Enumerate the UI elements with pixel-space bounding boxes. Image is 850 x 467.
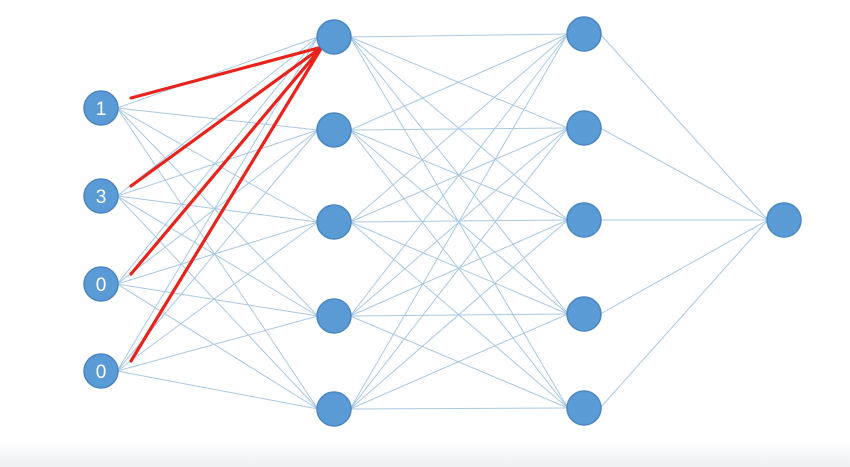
edge-l1-4-to-2 (349, 219, 569, 410)
edge-l0-1-to-4 (116, 195, 319, 410)
edge-l0-0-to-2 (116, 107, 319, 223)
edge-l1-1-to-1 (349, 127, 569, 131)
input-node-3 (83, 353, 119, 389)
edge-l1-4-to-3 (349, 313, 569, 410)
hidden-2-node-1 (566, 110, 602, 146)
hidden-2-node-2 (566, 202, 602, 238)
edge-l1-4-to-0 (349, 33, 569, 410)
hidden-1-node-3 (316, 298, 352, 334)
edge-l2-1-to-0 (599, 127, 769, 221)
edge-l0-1-to-1 (116, 129, 319, 197)
edge-l2-4-to-0 (599, 219, 769, 409)
edge-l0-2-to-4 (116, 283, 319, 410)
edge-l0-2-to-3 (116, 283, 319, 317)
hidden-2-node-4 (566, 390, 602, 426)
highlight-edge-input-3 (129, 45, 324, 363)
edge-l0-1-to-2 (116, 195, 319, 223)
input-node-2 (83, 266, 119, 302)
highlighted-edges-group (129, 45, 324, 363)
edge-l1-4-to-4 (349, 407, 569, 410)
edge-l1-1-to-0 (349, 33, 569, 131)
hidden-2-node-0 (566, 16, 602, 52)
hidden-1-node-0 (316, 19, 352, 55)
edge-l2-0-to-0 (599, 33, 769, 221)
input-node-label-2: 0 (96, 275, 107, 296)
edge-l1-4-to-1 (349, 127, 569, 410)
hidden-1-node-4 (316, 391, 352, 427)
highlight-edge-input-0 (129, 45, 324, 100)
edge-l2-3-to-0 (599, 219, 769, 315)
output-node-0 (766, 202, 802, 238)
edge-l1-0-to-0 (349, 33, 569, 38)
edge-l0-2-to-0 (116, 36, 319, 285)
input-node-1 (83, 178, 119, 214)
edge-l0-0-to-1 (116, 107, 319, 131)
edges-group (116, 33, 769, 410)
input-node-label-1: 3 (96, 187, 107, 208)
edge-l0-2-to-2 (116, 221, 319, 285)
input-node-label-0: 1 (96, 99, 107, 120)
edge-l1-2-to-0 (349, 33, 569, 223)
input-node-0 (83, 90, 119, 126)
hidden-1-node-1 (316, 112, 352, 148)
input-node-label-3: 0 (96, 362, 107, 383)
edge-l0-3-to-3 (116, 315, 319, 372)
edge-l0-0-to-0 (116, 36, 319, 109)
hidden-2-node-3 (566, 296, 602, 332)
edge-l0-1-to-0 (116, 36, 319, 197)
highlight-edge-input-1 (129, 45, 324, 188)
edge-l0-3-to-4 (116, 370, 319, 410)
highlight-edge-input-2 (129, 45, 324, 276)
hidden-1-node-2 (316, 204, 352, 240)
edge-l0-1-to-3 (116, 195, 319, 317)
edge-l0-0-to-4 (116, 107, 319, 410)
edge-l1-3-to-0 (349, 33, 569, 317)
edge-l0-2-to-1 (116, 129, 319, 285)
edge-l0-0-to-3 (116, 107, 319, 317)
bottom-fade (0, 441, 850, 467)
edge-l0-3-to-2 (116, 221, 319, 372)
nodes-group: 1 3 0 0 (83, 16, 802, 427)
